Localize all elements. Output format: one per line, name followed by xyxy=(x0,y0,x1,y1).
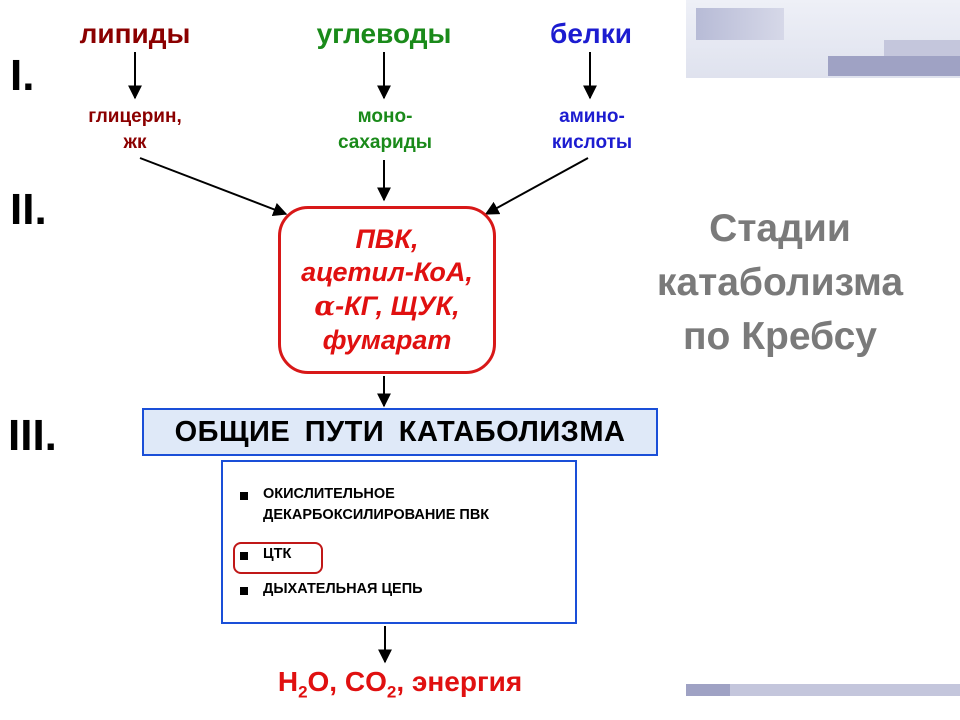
decor-bar-top-3 xyxy=(884,40,960,60)
title-line1: Стадии xyxy=(709,207,851,250)
path-item-tca: ЦТК xyxy=(263,546,292,562)
stage-label-2: II. xyxy=(10,185,47,234)
bullet-3 xyxy=(240,587,248,595)
product-monosaccharides: моно- сахариды xyxy=(305,104,465,155)
tca-highlight-ring xyxy=(233,542,323,574)
decor-bar-bottom-2 xyxy=(686,684,730,696)
source-carbohydrates: углеводы xyxy=(316,18,452,49)
slide-title: Стадии катаболизма по Кребсу xyxy=(620,202,940,363)
intermediate-akg-rest: -КГ, ЩУК, xyxy=(335,291,460,321)
title-line2: катаболизма xyxy=(656,260,904,304)
source-proteins: белки xyxy=(550,18,632,49)
bullet-2 xyxy=(240,552,248,560)
path-item-respiratory-chain: ДЫХАТЕЛЬНАЯ ЦЕПЬ xyxy=(263,581,423,597)
result-h: H xyxy=(277,666,299,697)
intermediates-box: ПВК, ацетил-КоА, α-КГ, ЩУК, фумарат xyxy=(278,206,496,374)
decor-bar-top-2 xyxy=(696,8,784,40)
decor-bar-top-4 xyxy=(828,56,960,76)
arrow-amino-to-center xyxy=(484,157,589,215)
product-amino-acids: амино- кислоты xyxy=(522,104,662,155)
common-paths-header: ОБЩИЕ ПУТИ КАТАБОЛИЗМА xyxy=(142,408,658,456)
result-energy: , энергия xyxy=(396,666,523,697)
intermediate-fumarate: фумарат xyxy=(322,324,452,355)
path-item-1-line2: ДЕКАРБОКСИЛИРОВАНИЕ ПВК xyxy=(263,507,490,524)
alpha-symbol: α xyxy=(314,291,336,322)
bullet-1 xyxy=(240,492,248,500)
result-h-sub: 2 xyxy=(298,682,308,702)
product-mono-line1: моно- xyxy=(357,106,413,127)
result-co-sub: 2 xyxy=(386,682,397,702)
path-item-oxidative-decarboxylation: ОКИСЛИТЕЛЬНОЕ ДЕКАРБОКСИЛИРОВАНИЕ ПВК xyxy=(263,484,489,526)
title-line3: по Кребсу xyxy=(683,314,877,358)
end-products: H2O, CO2, энергия xyxy=(230,666,570,703)
stage-label-3: III. xyxy=(8,411,57,460)
source-lipids: липиды xyxy=(79,18,191,49)
arrow-glycerol-to-center xyxy=(139,157,288,217)
intermediate-akg-shchuk: α-КГ, ЩУК, xyxy=(314,290,459,324)
product-amino-line1: амино- xyxy=(559,106,625,127)
path-item-1-line1: ОКИСЛИТЕЛЬНОЕ xyxy=(263,486,395,502)
product-glycerol-line2: жк xyxy=(123,131,147,153)
paths-list-box: ОКИСЛИТЕЛЬНОЕ ДЕКАРБОКСИЛИРОВАНИЕ ПВК ЦТ… xyxy=(221,460,577,624)
intermediate-pvk: ПВК, xyxy=(355,223,419,254)
result-o-co: O, CO xyxy=(307,666,387,697)
stage-label-1: I. xyxy=(10,51,35,100)
product-glycerol-fa: глицерин, жк xyxy=(52,104,218,155)
product-mono-line2: сахариды xyxy=(337,131,433,153)
product-amino-line2: кислоты xyxy=(551,131,633,153)
intermediate-acetyl-coa: ацетил-КоА, xyxy=(301,257,473,288)
decor-bar-bottom-1 xyxy=(686,684,960,696)
product-glycerol-line1: глицерин, xyxy=(88,106,182,127)
